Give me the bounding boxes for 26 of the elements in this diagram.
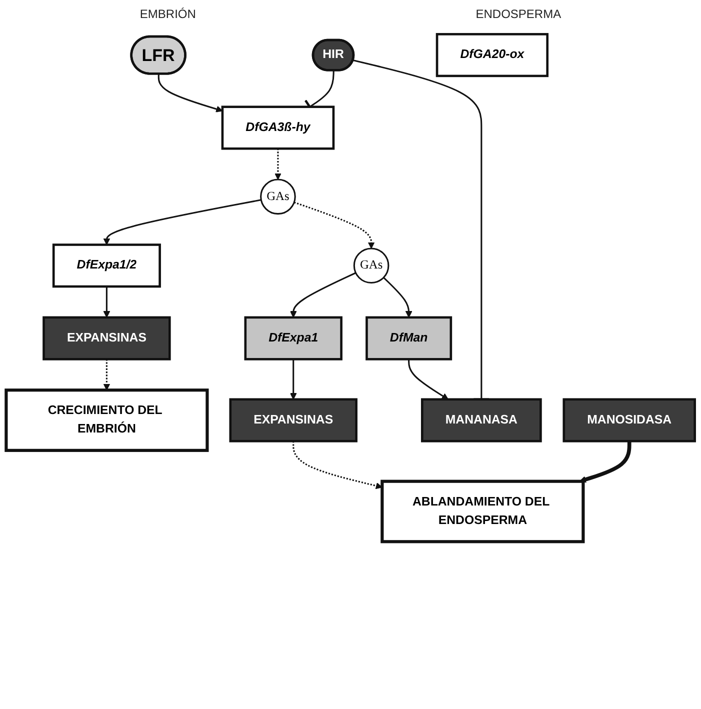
arrow: [290, 272, 356, 318]
arrow: [383, 277, 412, 318]
region-label: ENDOSPERMA: [476, 7, 562, 21]
arrow: [292, 441, 382, 490]
node-box: DfExpa1: [244, 316, 342, 360]
arrow: [274, 148, 282, 180]
node-box: EXPANSINAS: [229, 398, 358, 442]
node-box: ABLANDAMIENTO DEL ENDOSPERMA: [380, 480, 585, 544]
arrow: [579, 441, 632, 483]
node-circle: GAs: [353, 248, 390, 284]
node-box: DfMan: [366, 316, 452, 360]
arrow: [158, 74, 223, 112]
node-box: EXPANSINAS: [42, 316, 171, 360]
node-circle: GAs: [260, 178, 296, 215]
arrow: [290, 359, 297, 400]
node-box: DfExpa1/2: [52, 244, 161, 288]
node-box: DfGA20-ox: [436, 33, 549, 78]
arrow: [103, 359, 110, 390]
arrow: [408, 359, 448, 400]
arrow: [103, 199, 262, 246]
node-box: MANOSIDASA: [562, 398, 696, 442]
arrow: [103, 286, 110, 318]
arrow: [294, 202, 375, 249]
node-box: CRECIMIENTO DEL EMBRIÓN: [4, 388, 209, 452]
node-box: MANANASA: [420, 398, 542, 442]
region-label: EMBRIÓN: [140, 7, 196, 21]
